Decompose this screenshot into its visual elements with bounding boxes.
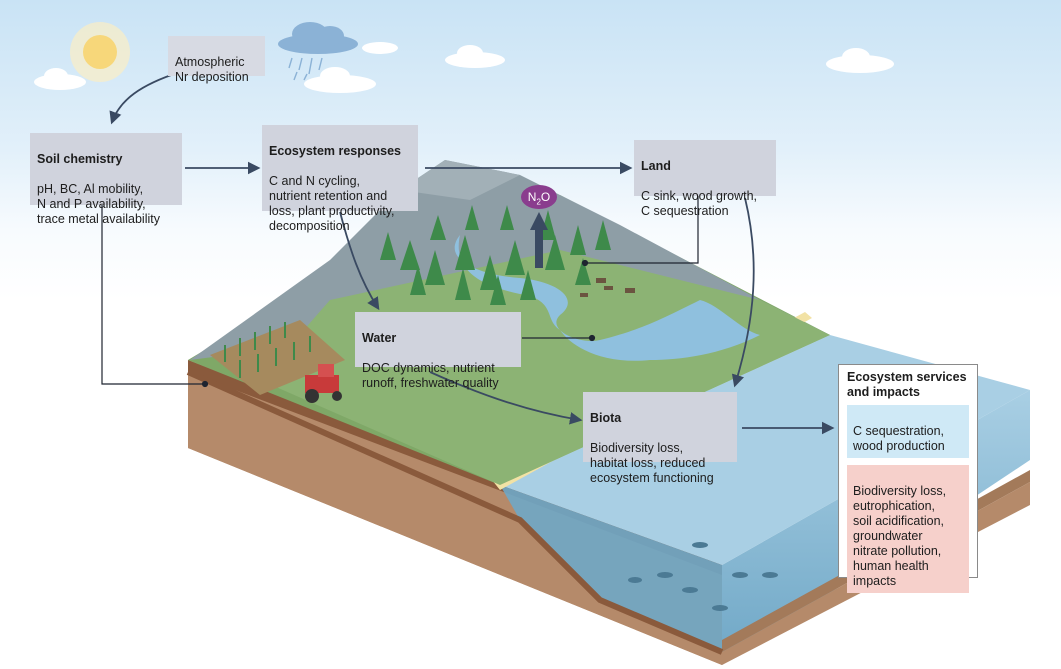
cloud-icon bbox=[34, 42, 894, 93]
n2o-o: O bbox=[540, 190, 551, 204]
ecosystem-services-title: Ecosystem services and impacts bbox=[847, 370, 967, 399]
soil-chemistry-title: Soil chemistry bbox=[37, 152, 123, 166]
ecosystem-services-panel: Ecosystem services and impacts C sequest… bbox=[838, 364, 978, 593]
ecosystem-responses-box: Ecosystem responses C and N cycling, nut… bbox=[262, 125, 418, 233]
biota-box: Biota Biodiversity loss, habitat loss, r… bbox=[583, 392, 737, 485]
water-text: DOC dynamics, nutrient runoff, freshwate… bbox=[362, 361, 499, 390]
leader-soil bbox=[101, 205, 205, 385]
biota-title: Biota bbox=[590, 411, 622, 425]
land-box: Land C sink, wood growth, C sequestratio… bbox=[634, 140, 776, 218]
deer-icon bbox=[580, 278, 635, 297]
arrow-land-to-biota bbox=[731, 197, 755, 388]
ecosystem-responses-text: C and N cycling, nutrient retention and … bbox=[269, 174, 395, 233]
soil-chemistry-text: pH, BC, Al mobility, N and P availabilit… bbox=[37, 182, 160, 226]
n2o-subscript: 2 bbox=[536, 197, 541, 207]
biota-text: Biodiversity loss, habitat loss, reduced… bbox=[590, 441, 714, 485]
impacts-box: Biodiversity loss, eutrophication, soil … bbox=[847, 465, 969, 593]
benefits-box: C sequestration, wood production bbox=[847, 405, 969, 458]
n2o-n: N bbox=[527, 190, 537, 204]
arrow-water-to-biota bbox=[429, 371, 583, 425]
water-box: Water DOC dynamics, nutrient runoff, fre… bbox=[355, 312, 521, 390]
soil-chemistry-box: Soil chemistry pH, BC, Al mobility, N an… bbox=[30, 133, 182, 226]
fish-icon bbox=[628, 542, 778, 611]
impacts-text: Biodiversity loss, eutrophication, soil … bbox=[853, 484, 947, 588]
atmospheric-deposition-box: Atmospheric Nr deposition bbox=[168, 36, 265, 84]
arrow-deposition-to-soil bbox=[109, 71, 181, 125]
benefits-text: C sequestration, wood production bbox=[853, 424, 945, 453]
arrow-ecosystem-to-water bbox=[339, 211, 380, 311]
rain-cloud-icon bbox=[278, 22, 358, 81]
sun-icon bbox=[70, 22, 130, 82]
ecosystem-responses-title: Ecosystem responses bbox=[269, 144, 402, 158]
land-text: C sink, wood growth, C sequestration bbox=[641, 189, 758, 218]
water-title: Water bbox=[362, 331, 397, 345]
atmospheric-deposition-text: Atmospheric Nr deposition bbox=[175, 55, 249, 84]
n2o-arrow bbox=[530, 212, 548, 268]
land-title: Land bbox=[641, 159, 671, 173]
n2o-badge: N2O bbox=[521, 185, 557, 209]
leader-land bbox=[585, 196, 699, 264]
tractor-icon bbox=[305, 364, 342, 403]
